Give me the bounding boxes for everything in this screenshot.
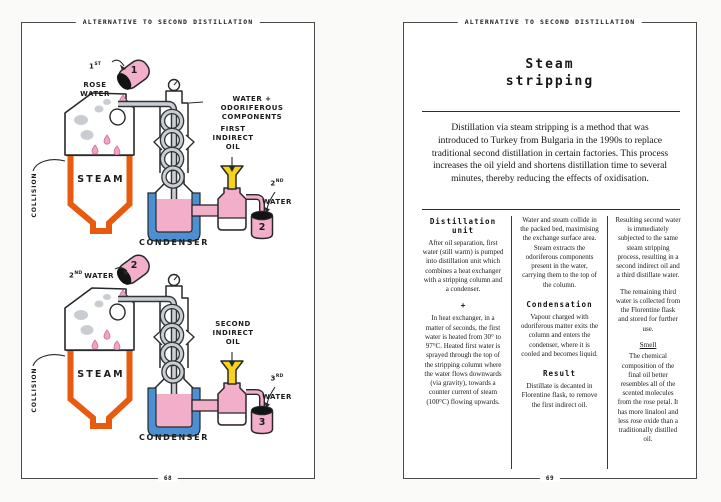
annotation-arrows [114, 266, 276, 408]
receiving-cylinder [250, 210, 274, 240]
florentine-flask [217, 187, 247, 231]
stripping-unit-illustration [32, 59, 276, 242]
left-page-number: 68 [157, 475, 179, 482]
pour-container [116, 254, 150, 285]
column-distillation-unit: Distillation unit After oil separation, … [421, 216, 511, 469]
column-heading: Distillation unit [429, 217, 497, 235]
steam-label: STEAM [77, 174, 125, 185]
input-water-label: 1ST ROSE WATER [80, 62, 110, 99]
pipe-contents-label: WATER + ODORIFEROUS COMPONENTS [220, 95, 284, 122]
oil-funnel [220, 165, 244, 190]
water-drop [91, 144, 99, 155]
stripping-vessel [32, 287, 135, 429]
right-running-head: ALTERNATIVE TO SECOND DISTILLATION [457, 18, 643, 26]
divider-rule-top [422, 111, 680, 112]
indirect-oil-label: SECOND INDIRECT OIL [212, 320, 254, 347]
indirect-oil-label: FIRST INDIRECT OIL [212, 125, 254, 152]
column-paragraph: Water and steam collide in the packed be… [520, 216, 599, 289]
steam-puff [74, 115, 88, 125]
water-drop [103, 329, 111, 340]
outlet-pipe [246, 390, 264, 409]
container-number: 2 [130, 260, 138, 271]
distillate-pipe [191, 204, 220, 217]
cylinder-number: 3 [258, 417, 266, 428]
steam-puff [94, 105, 104, 113]
gauge-needle [173, 81, 178, 86]
column-condensation: Water and steam collide in the packed be… [511, 216, 608, 469]
plus-separator: + [460, 301, 466, 311]
collision-label: COLLISION [31, 172, 39, 218]
steam-puff [80, 325, 94, 335]
steam-puff [103, 294, 111, 300]
column-result-smell: Resulting second water is immediately su… [608, 216, 681, 469]
column-bracket [185, 134, 195, 151]
pour-container [116, 59, 150, 90]
cylinder-number: 2 [258, 222, 266, 233]
text-columns: Distillation unit After oil separation, … [421, 216, 681, 469]
diagram-first-stripping: 1ST ROSE WATER 1 WATER + ODORIFEROUS COM… [22, 23, 314, 253]
chapter-title: Steam stripping [505, 57, 595, 89]
oil-funnel [220, 360, 244, 385]
condenser-label: CONDENSER [139, 433, 209, 442]
florentine-flask [217, 382, 247, 426]
column-paragraph: Vapour charged with odoriferous matter e… [520, 312, 599, 358]
column-paragraph: The remaining third water is collected f… [615, 287, 681, 333]
smell-heading: Smell [639, 340, 657, 349]
output-water-label: 3RD WATER [262, 374, 292, 402]
receiving-cylinder [250, 405, 274, 435]
collision-pointer [32, 159, 66, 172]
column-paragraph: Distillate is decanted in Florentine fla… [521, 382, 598, 409]
output-water-label: 2ND WATER [262, 179, 292, 207]
water-drop [103, 134, 111, 145]
column-heading: Result [542, 369, 577, 379]
vessel-bubble [109, 108, 126, 126]
steam-hopper-orange [67, 351, 133, 429]
right-page-number: 69 [539, 475, 561, 482]
flask-base [219, 218, 245, 229]
flask-base [219, 413, 245, 424]
cylinder-opening [250, 405, 274, 416]
stripping-vessel [32, 92, 135, 234]
left-running-head: ALTERNATIVE TO SECOND DISTILLATION [75, 18, 261, 26]
column-paragraph: Resulting second water is immediately su… [615, 216, 681, 280]
condensed-distillate [156, 199, 192, 234]
gauge-needle [173, 276, 178, 281]
steam-puff [103, 99, 111, 105]
collision-label: COLLISION [31, 367, 39, 413]
container-number: 1 [130, 65, 138, 76]
right-page: ALTERNATIVE TO SECOND DISTILLATION Steam… [403, 18, 697, 482]
steam-label: STEAM [77, 369, 125, 380]
cooling-jacket [147, 387, 201, 437]
vapour-tube-coil [118, 100, 185, 199]
steam-puff [94, 300, 104, 308]
steam-hopper-orange [67, 156, 133, 234]
divider-rule-bottom [422, 209, 680, 210]
steam-puff [74, 310, 88, 320]
column-paragraph: The chemical composition of the final oi… [617, 352, 679, 444]
column-bracket [185, 329, 195, 346]
column-heading: Condensation [526, 299, 593, 309]
vapour-tube-coil [118, 295, 185, 394]
vessel-bubble [109, 303, 126, 321]
cylinder-opening [250, 210, 274, 221]
outlet-pipe [246, 195, 264, 214]
left-page: ALTERNATIVE TO SECOND DISTILLATION [21, 18, 315, 482]
stripping-unit-illustration [32, 254, 276, 437]
distillate-pipe [191, 399, 220, 412]
annotation-arrows [111, 59, 276, 213]
hopper-interior [69, 351, 130, 428]
intro-paragraph: Distillation via steam stripping is a me… [431, 123, 669, 185]
condenser-label: CONDENSER [139, 238, 209, 247]
collision-pointer [32, 354, 66, 367]
cooling-jacket [147, 192, 201, 242]
steam-puff [80, 130, 94, 140]
column-paragraph: In heat exchanger, in a matter of second… [424, 314, 502, 406]
condensed-distillate [156, 394, 192, 429]
column-paragraph: After oil separation, first water (still… [422, 239, 504, 294]
water-drop [91, 339, 99, 350]
